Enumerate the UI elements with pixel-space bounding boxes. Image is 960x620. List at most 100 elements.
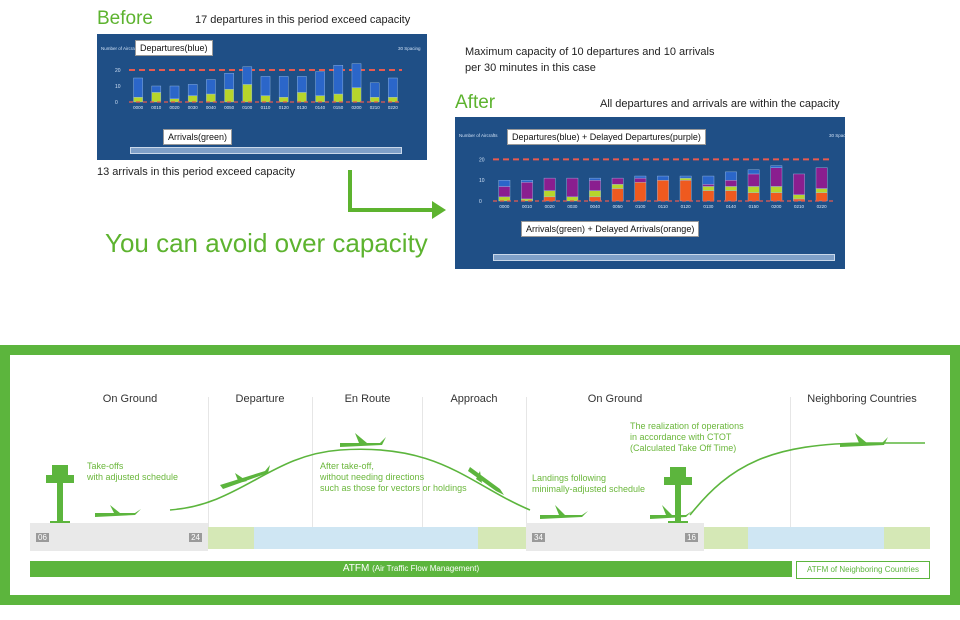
y-tick-label: 20	[479, 157, 485, 163]
chart-bar	[747, 173, 760, 187]
x-tick-label: 0000	[499, 204, 510, 209]
chart-bar	[315, 71, 325, 96]
x-tick-label: 0110	[261, 105, 271, 110]
airplane-icon	[340, 433, 386, 447]
chart-bar	[369, 97, 380, 103]
control-tower-icon	[46, 465, 74, 524]
note-landings-line: Landings following	[532, 473, 607, 483]
after-callout-dep: Departures(blue) + Delayed Departures(pu…	[507, 129, 706, 145]
note-ctot: The realization of operations in accorda…	[630, 421, 744, 454]
chart-bar	[297, 76, 307, 93]
y-axis-right-label: 30 Spacing	[398, 46, 421, 51]
x-tick-label: 0140	[726, 204, 737, 209]
slogan: You can avoid over capacity	[105, 228, 428, 258]
phase-divider	[790, 397, 791, 527]
chart-bar	[187, 95, 198, 103]
x-tick-label: 0150	[333, 105, 344, 110]
chart-bar	[133, 77, 143, 98]
chart-bar	[815, 192, 828, 202]
note-ctot-line: (Calculated Take Off Time)	[630, 443, 737, 453]
phase-on-ground-1: On Ground	[102, 393, 158, 405]
chart-bar	[315, 95, 325, 103]
chart-bar	[679, 175, 692, 179]
x-tick-label: 0010	[151, 105, 162, 110]
before-note-top: 17 departures in this period exceed capa…	[195, 14, 411, 26]
chart-bar	[634, 182, 647, 202]
note-after-takeoff-line: After take-off,	[320, 461, 374, 471]
runway-1-left-number: 06	[36, 533, 49, 542]
note-ctot-line: The realization of operations	[630, 421, 744, 431]
chart-bar	[498, 186, 511, 198]
airplane-icon	[468, 467, 504, 495]
phase-approach: Approach	[450, 393, 498, 405]
chart-bar	[260, 95, 271, 103]
strip-departure-green	[208, 527, 254, 549]
x-tick-label: 0110	[658, 204, 668, 209]
before-note-bottom: 13 arrivals in this period exceed capaci…	[97, 166, 296, 178]
before-scrollbar[interactable]	[130, 147, 402, 154]
chart-bar	[747, 192, 760, 202]
chart-bar	[634, 175, 647, 179]
x-tick-label: 0130	[703, 204, 714, 209]
chart-bar	[388, 77, 398, 98]
chart-bar	[634, 177, 647, 183]
phase-divider	[422, 397, 423, 527]
chart-bar	[793, 194, 805, 200]
chart-bar	[702, 184, 715, 187]
note-after-takeoff: After take-off, without needing directio…	[320, 461, 467, 494]
atfm-label: ATFM	[342, 563, 370, 574]
x-tick-label: 0220	[817, 204, 828, 209]
x-tick-label: 0200	[351, 105, 362, 110]
chart-bar	[543, 190, 556, 198]
x-tick-label: 0120	[279, 105, 290, 110]
chart-bar	[589, 196, 601, 202]
chart-bar	[770, 192, 783, 202]
note-takeoffs: Take-offs with adjusted schedule	[87, 461, 178, 483]
chart-bar	[278, 97, 289, 103]
after-scrollbar[interactable]	[493, 254, 835, 261]
chart-bar	[151, 85, 162, 93]
atfm-neighbor-bar: ATFM of Neighboring Countries	[796, 561, 930, 579]
x-tick-label: 0150	[749, 204, 760, 209]
x-tick-label: 0220	[388, 105, 399, 110]
before-callout-dep: Departures(blue)	[135, 40, 213, 56]
chart-bar	[725, 186, 737, 191]
chart-bar	[169, 85, 180, 100]
x-tick-label: 0020	[169, 105, 180, 110]
y-tick-label: 10	[479, 178, 485, 184]
phase-on-ground-2: On Ground	[587, 393, 643, 405]
after-note-top: All departures and arrivals are within t…	[600, 98, 840, 110]
airplane-icon	[650, 505, 692, 519]
x-tick-label: 0100	[635, 204, 646, 209]
atfm-frame: On Ground Departure En Route Approach On…	[0, 345, 960, 605]
chart-bar	[498, 180, 511, 187]
chart-bar	[793, 173, 805, 195]
chart-bar	[657, 180, 669, 202]
chart-bar	[611, 184, 624, 189]
chart-bar	[224, 73, 234, 90]
chart-bar	[133, 97, 143, 103]
chart-bar	[725, 171, 737, 181]
chart-bar	[224, 89, 234, 103]
capacity-note-line1: Maximum capacity of 10 departures and 10…	[465, 46, 715, 58]
airplane-icon	[540, 505, 588, 519]
phase-neighboring: Neighboring Countries	[807, 393, 917, 405]
runway-1-right-number: 24	[189, 533, 202, 542]
chart-bar	[351, 87, 362, 103]
x-tick-label: 0030	[188, 105, 199, 110]
chart-bar	[747, 169, 760, 175]
y-tick-label: 10	[115, 84, 121, 90]
phase-departure: Departure	[235, 393, 285, 405]
note-takeoffs-line: with adjusted schedule	[87, 472, 179, 482]
y-axis-right-label: 30 Spacing	[829, 133, 845, 138]
x-tick-label: 0100	[242, 105, 253, 110]
atfm-bar: ATFM (Air Traffic Flow Management)	[30, 561, 792, 577]
note-landings-line: minimally-adjusted schedule	[532, 484, 646, 494]
before-title: Before	[97, 8, 153, 29]
strip-approach-green	[478, 527, 526, 549]
chart-bar	[657, 175, 669, 181]
chart-bar	[747, 186, 760, 193]
